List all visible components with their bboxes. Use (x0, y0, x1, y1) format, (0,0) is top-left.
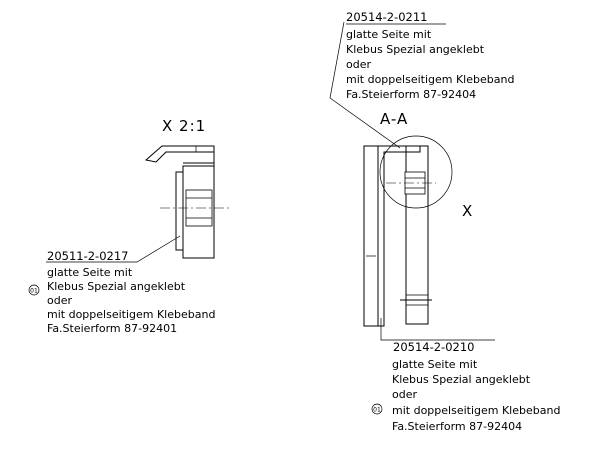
note-left-line-5: Fa.Steierform 87-92401 (47, 322, 177, 335)
section-view-label: A-A (380, 110, 408, 128)
detail-view-label: X 2:1 (162, 117, 206, 135)
item-marker-left: 01 (28, 284, 40, 296)
part-number-20514-0211: 20514-2-0211 (346, 10, 427, 24)
note-left: 20511-2-0217 glatte Seite mit Klebus Spe… (28, 249, 215, 335)
note-left-line-2: Klebus Spezial angeklebt (47, 280, 186, 293)
item-marker-bottom: 01 (371, 403, 383, 415)
note-left-line-4: mit doppelseitigem Klebeband (47, 308, 215, 321)
svg-text:01: 01 (373, 407, 381, 414)
section-view-geometry: X (329, 21, 495, 341)
note-bottom-line-4: mit doppelseitigem Klebeband (392, 404, 560, 417)
detail-view-geometry (46, 145, 230, 263)
note-left-line-1: glatte Seite mit (47, 266, 133, 279)
note-top: 20514-2-0211 glatte Seite mit Klebus Spe… (346, 10, 514, 101)
note-bottom-line-5: Fa.Steierform 87-92404 (392, 420, 522, 433)
note-top-line-2: Klebus Spezial angeklebt (346, 43, 485, 56)
note-bottom-line-1: glatte Seite mit (392, 358, 478, 371)
note-bottom-line-2: Klebus Spezial angeklebt (392, 373, 531, 386)
note-bottom-line-3: oder (392, 388, 417, 401)
note-top-line-4: mit doppelseitigem Klebeband (346, 73, 514, 86)
note-left-line-3: oder (47, 294, 72, 307)
note-bottom: 20514-2-0210 glatte Seite mit Klebus Spe… (371, 340, 560, 433)
note-top-line-3: oder (346, 58, 371, 71)
svg-text:01: 01 (30, 288, 38, 295)
note-top-line-1: glatte Seite mit (346, 28, 432, 41)
note-top-line-5: Fa.Steierform 87-92404 (346, 88, 476, 101)
part-number-20511: 20511-2-0217 (47, 249, 128, 263)
detail-marker-label: X (462, 202, 473, 220)
part-number-20514-0210: 20514-2-0210 (393, 340, 474, 354)
